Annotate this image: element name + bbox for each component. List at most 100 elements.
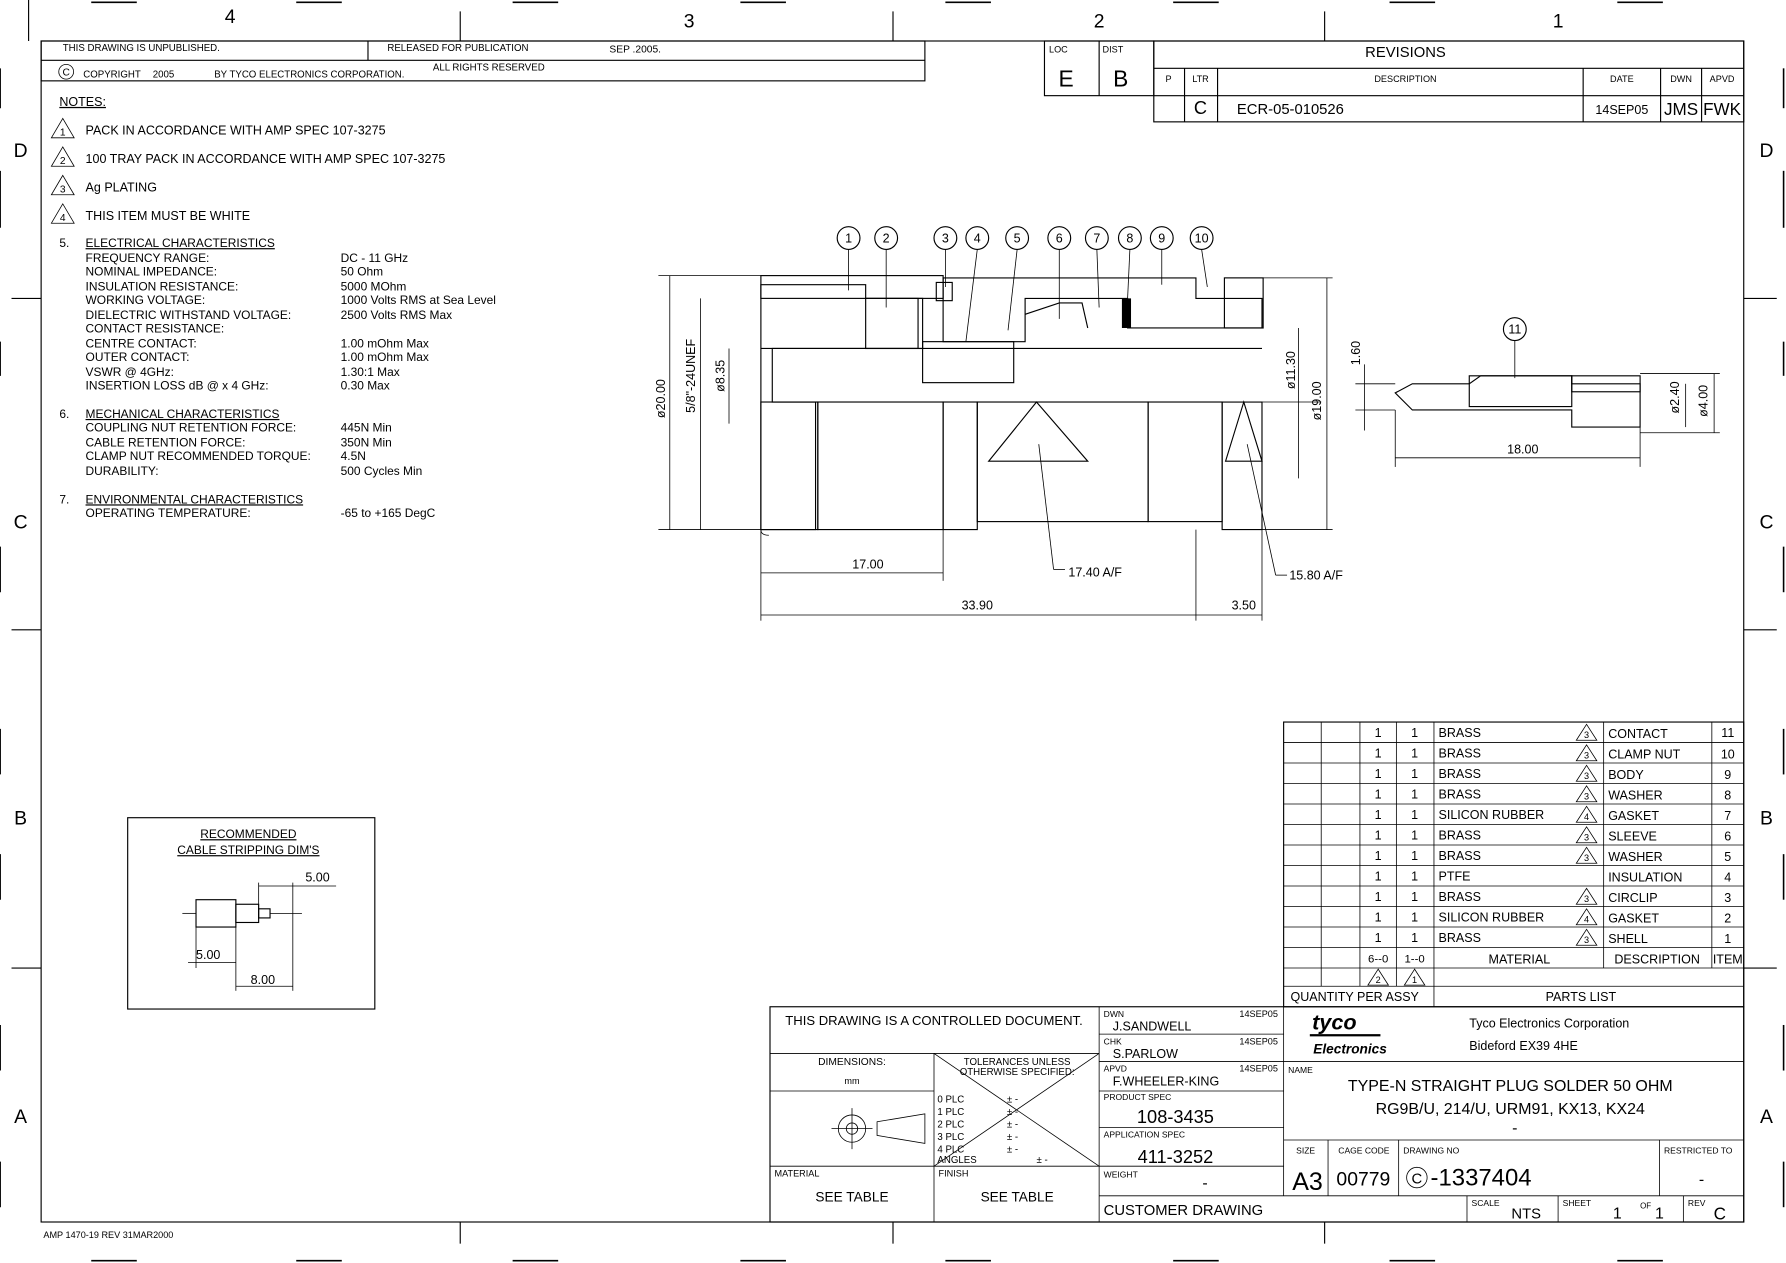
description-cell: CIRCLIP (1608, 891, 1657, 905)
qty-cell: 1 (1411, 828, 1418, 842)
spec-label: COUPLING NUT RETENTION FORCE: (86, 421, 297, 435)
logo-word: tyco (1312, 1010, 1356, 1035)
restricted-value: - (1699, 1171, 1704, 1188)
zone-4: 4 (225, 6, 236, 28)
flag-triangle-icon (1575, 805, 1598, 823)
dim-d1900: ø19.00 (1310, 381, 1324, 420)
zone-c-right: C (1760, 511, 1774, 533)
description-cell: WASHER (1608, 788, 1662, 802)
spec-value: 1.00 mOhm Max (341, 336, 429, 350)
dist-value: B (1113, 66, 1128, 92)
qty-cell: 1 (1411, 910, 1418, 924)
note-1: 1 PACK IN ACCORDANCE WITH AMP SPEC 107-3… (50, 117, 386, 139)
stripping-title-1: RECOMMENDED (200, 827, 297, 841)
spec-label: CONTACT RESISTANCE: (86, 322, 225, 336)
product-spec-label: PRODUCT SPEC (1104, 1092, 1172, 1102)
item-cell: 11 (1721, 726, 1734, 740)
item-cell: 7 (1724, 809, 1731, 823)
rights-text: ALL RIGHTS RESERVED (433, 63, 545, 74)
description-cell: INSULATION (1608, 870, 1682, 884)
note-flag-triangle-icon (50, 146, 75, 167)
flag-triangle-icon (1575, 846, 1598, 864)
description-cell: GASKET (1608, 809, 1659, 823)
spec-value: -65 to +165 DegC (341, 506, 436, 520)
revisions-block: REVISIONS P LTR DESCRIPTION DATE DWN APV… (1153, 40, 1745, 123)
tolerance-row-value: ± - (1007, 1119, 1018, 1130)
material-cell: SILICON RUBBER (1439, 910, 1545, 924)
rev-header-apvd: APVD (1710, 74, 1735, 84)
note-flag-triangle-icon (50, 117, 75, 139)
qty-cell: 1 (1375, 910, 1382, 924)
qty-cell: 1 (1375, 746, 1382, 760)
material-header: MATERIAL (1489, 952, 1551, 966)
balloon-6: 6 (1056, 232, 1063, 246)
flag-triangle-icon (1575, 908, 1598, 926)
drawing-number-prefix: C (1412, 1171, 1423, 1187)
copyright-symbol (58, 63, 74, 80)
parts-row: 1 1 BRASS 3 WASHER 8 (1375, 785, 1731, 803)
flag-cell: 3 (1584, 730, 1589, 740)
flag-triangle-icon (1575, 826, 1598, 844)
application-spec: 411-3252 (1138, 1147, 1214, 1167)
description-cell: CLAMP NUT (1608, 747, 1680, 761)
chk-date: 14SEP05 (1239, 1036, 1278, 1046)
electrical-characteristics: 5. ELECTRICAL CHARACTERISTICS FREQUENCY … (59, 236, 496, 392)
finish-value: SEE TABLE (981, 1190, 1054, 1205)
section-title: ELECTRICAL CHARACTERISTICS (86, 236, 275, 250)
qty-cell: 1 (1411, 767, 1418, 781)
qty-cell: 1 (1411, 808, 1418, 822)
note-text: 100 TRAY PACK IN ACCORDANCE WITH AMP SPE… (86, 152, 446, 166)
spec-value: 350N Min (341, 435, 392, 449)
dimensions-unit: mm (844, 1076, 859, 1086)
balloon-8: 8 (1126, 232, 1133, 246)
material-cell: BRASS (1439, 787, 1481, 801)
material-cell: BRASS (1439, 849, 1481, 863)
release-date: SEP .2005. (609, 44, 661, 55)
flag-cell: 3 (1584, 935, 1589, 945)
rev-dwn: JMS (1664, 100, 1698, 119)
drawing-number: -1337404 (1431, 1165, 1532, 1192)
material-cell: BRASS (1439, 828, 1481, 842)
parts-row: 1 1 BRASS 3 CIRCLIP 3 (1375, 887, 1731, 905)
balloon-2: 2 (883, 232, 890, 246)
flag-triangle-icon (1575, 744, 1598, 762)
spec-label: NOMINAL IMPEDANCE: (86, 265, 218, 279)
form-id: AMP 1470-19 REV 31MAR2000 (43, 1230, 173, 1240)
notes: NOTES: 1 PACK IN ACCORDANCE WITH AMP SPE… (50, 95, 496, 520)
description-cell: SLEEVE (1608, 829, 1657, 843)
title-block: THIS DRAWING IS A CONTROLLED DOCUMENT. D… (769, 1006, 1745, 1224)
rev-header-ltr: LTR (1192, 74, 1209, 84)
tolerance-row-label: 2 PLC (937, 1119, 964, 1130)
logo-subword: Electronics (1313, 1041, 1387, 1056)
strip-dim-2: 5.00 (196, 948, 220, 962)
description-header: DESCRIPTION (1614, 952, 1700, 966)
loc-label: LOC (1049, 44, 1068, 54)
material-cell: BRASS (1439, 746, 1481, 760)
coupling-nut-knurl (817, 401, 944, 531)
dim-d20: ø20.00 (654, 379, 668, 418)
dwn-date: 14SEP05 (1239, 1009, 1278, 1019)
dimensions-label: DIMENSIONS: (818, 1057, 886, 1068)
contact-detail-view: 11 1.60 ø2.40 ø4.00 18.00 (1349, 317, 1720, 467)
qty-cell: 1 (1411, 849, 1418, 863)
flag-cell: 3 (1584, 832, 1589, 842)
flag-cell: 4 (1584, 812, 1589, 822)
qty-cell: 1 (1411, 890, 1418, 904)
flag-triangle-icon (1575, 785, 1598, 803)
dwn-label: DWN (1104, 1009, 1124, 1019)
note-3: 3 Ag PLATING (50, 174, 157, 195)
parts-row: 1 1 BRASS 3 SLEEVE 6 (1375, 826, 1731, 844)
flag-cell: 3 (1584, 853, 1589, 863)
note-text: THIS ITEM MUST BE WHITE (86, 209, 251, 223)
flag-cell: 3 (1584, 750, 1589, 760)
parts-list-title: PARTS LIST (1546, 990, 1617, 1004)
spec-label: CABLE RETENTION FORCE: (86, 435, 246, 449)
contact-hatched (1468, 375, 1573, 408)
spec-label: FREQUENCY RANGE: (86, 251, 210, 265)
qty-cell: 1 (1411, 726, 1418, 740)
section-title: MECHANICAL CHARACTERISTICS (86, 407, 280, 421)
apvd-name: F.WHEELER-KING (1113, 1074, 1219, 1088)
material-cell: PTFE (1439, 869, 1471, 883)
flag-cell: 3 (1584, 791, 1589, 801)
spec-value: 445N Min (341, 421, 392, 435)
